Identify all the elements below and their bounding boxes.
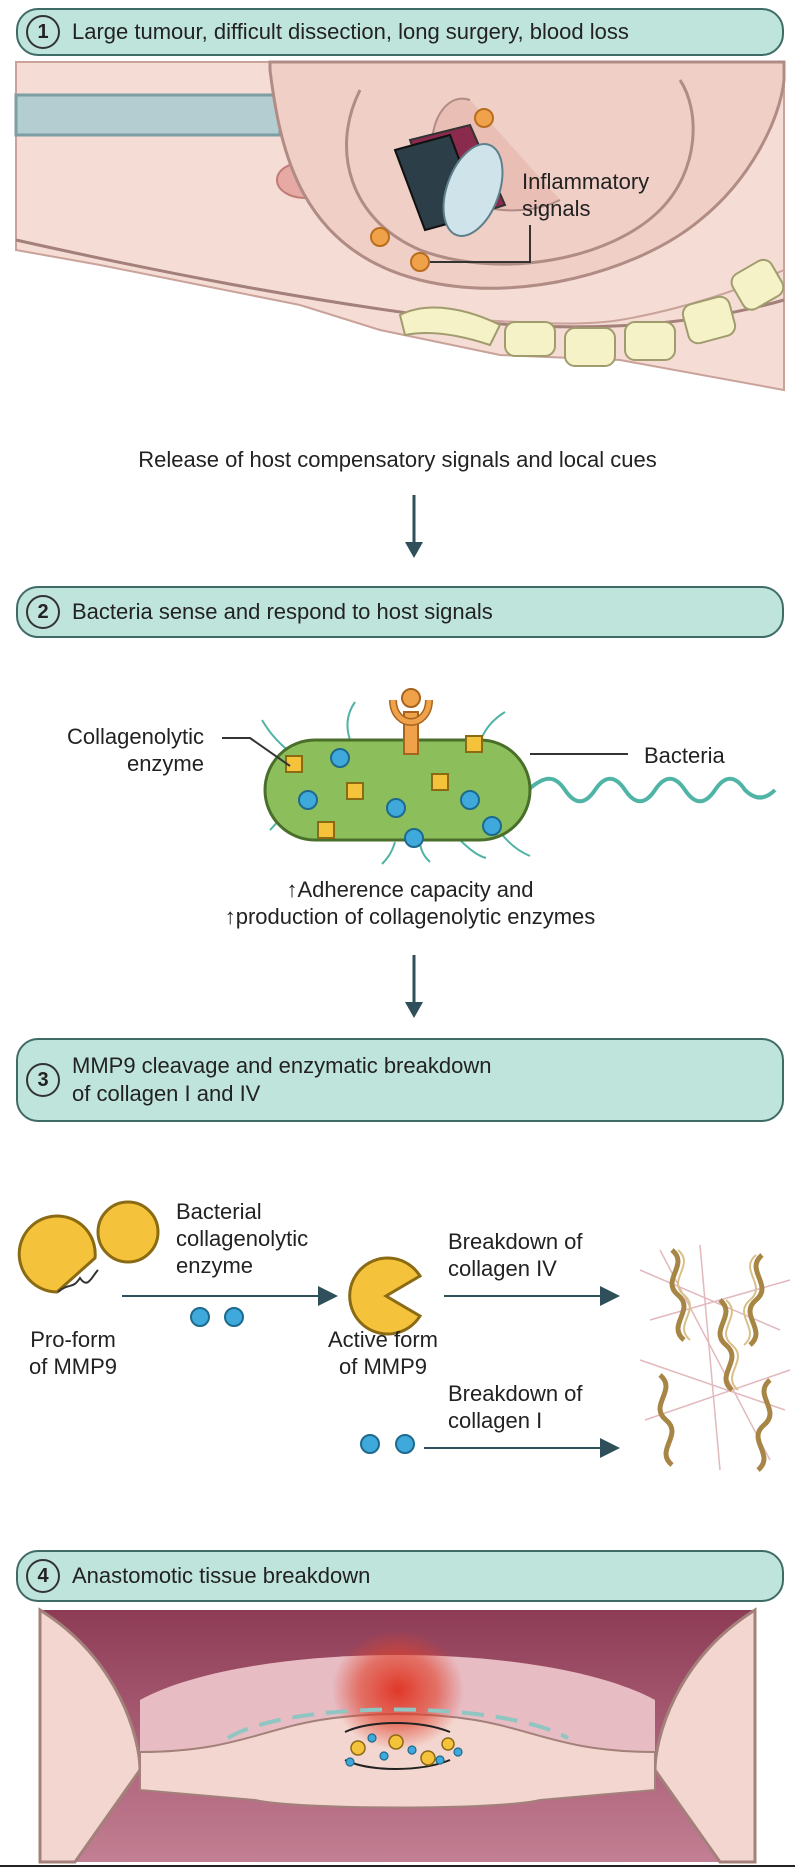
inflammatory-signal-dots xyxy=(370,108,494,272)
active-line1: Active form xyxy=(327,1327,439,1352)
step-1-title: Large tumour, difficult dissection, long… xyxy=(72,19,629,44)
proform-line2: of MMP9 xyxy=(28,1354,118,1379)
enzyme-dots xyxy=(190,1307,244,1327)
inflammatory-signals-label: Inflammatory signals xyxy=(522,168,649,222)
bact-enzyme-line2: collagenolytic xyxy=(176,1226,309,1251)
step-3-title-line2: of collagen I and IV xyxy=(72,1081,261,1106)
active-form-mmp9-label: Active form of MMP9 xyxy=(300,1326,466,1380)
proform-line1: Pro-form xyxy=(30,1327,116,1352)
breakdown-i-line2: collagen I xyxy=(448,1408,543,1433)
collagenolytic-enzyme-label: Collagenolytic enzyme xyxy=(14,723,204,777)
pacman-enzyme-icon xyxy=(348,1256,423,1336)
breakdown-iv-line2: collagen IV xyxy=(448,1256,557,1281)
pacman-enzyme-icon xyxy=(17,1200,160,1294)
active-line2: of MMP9 xyxy=(338,1354,428,1379)
circled-number-icon: 3 xyxy=(26,1063,60,1097)
step-4-header: 4 Anastomotic tissue breakdown xyxy=(16,1550,784,1602)
down-arrow-icon xyxy=(405,495,423,558)
step-2-title: Bacteria sense and respond to host signa… xyxy=(72,599,493,624)
circled-number-icon: 4 xyxy=(26,1559,60,1593)
step-3-title: MMP9 cleavage and enzymatic breakdown of… xyxy=(72,1052,491,1108)
step-3-title-line1: MMP9 cleavage and enzymatic breakdown xyxy=(72,1053,492,1078)
step-2-header: 2 Bacteria sense and respond to host sig… xyxy=(16,586,784,638)
inflammatory-line1: Inflammatory xyxy=(522,169,650,194)
bacteria-label: Bacteria xyxy=(644,743,725,768)
collagen-fibre-icon xyxy=(639,1244,791,1472)
bacterium-icon xyxy=(222,688,777,865)
adherence-line2: ↑production of collagenolytic enzymes xyxy=(224,904,596,929)
stapler-device xyxy=(393,123,507,237)
bacterial-enzyme-label: Bacterial collagenolytic enzyme xyxy=(176,1198,308,1279)
adherence-capacity-label: ↑Adherence capacity and ↑production of c… xyxy=(110,876,710,930)
release-signals-label: Release of host compensatory signals and… xyxy=(138,447,657,472)
breakdown-collagen-iv-label: Breakdown of collagen IV xyxy=(448,1228,583,1282)
circled-number-icon: 2 xyxy=(26,595,60,629)
breakdown-iv-line1: Breakdown of xyxy=(448,1229,583,1254)
step-4-title: Anastomotic tissue breakdown xyxy=(72,1563,371,1588)
vertebrae xyxy=(398,258,785,367)
inflammatory-line2: signals xyxy=(522,196,591,221)
collagenolytic-line2: enzyme xyxy=(126,751,204,776)
bact-enzyme-line3: enzyme xyxy=(176,1253,254,1278)
breakdown-collagen-i-label: Breakdown of collagen I xyxy=(448,1380,583,1434)
circled-number-icon: 1 xyxy=(26,15,60,49)
down-arrow-icon xyxy=(405,955,423,1018)
bact-enzyme-line1: Bacterial xyxy=(176,1199,262,1224)
collagenolytic-line1: Collagenolytic xyxy=(67,724,204,749)
step-3-header: 3 MMP9 cleavage and enzymatic breakdown … xyxy=(16,1038,784,1122)
pro-form-mmp9-label: Pro-form of MMP9 xyxy=(8,1326,138,1380)
breakdown-i-line1: Breakdown of xyxy=(448,1381,583,1406)
enzyme-dots xyxy=(360,1434,415,1454)
step-1-header: 1 Large tumour, difficult dissection, lo… xyxy=(16,8,784,56)
adherence-line1: ↑Adherence capacity and xyxy=(286,877,534,902)
anastomosis-illustration xyxy=(38,1607,757,1864)
surgery-anatomy-illustration xyxy=(14,60,786,395)
